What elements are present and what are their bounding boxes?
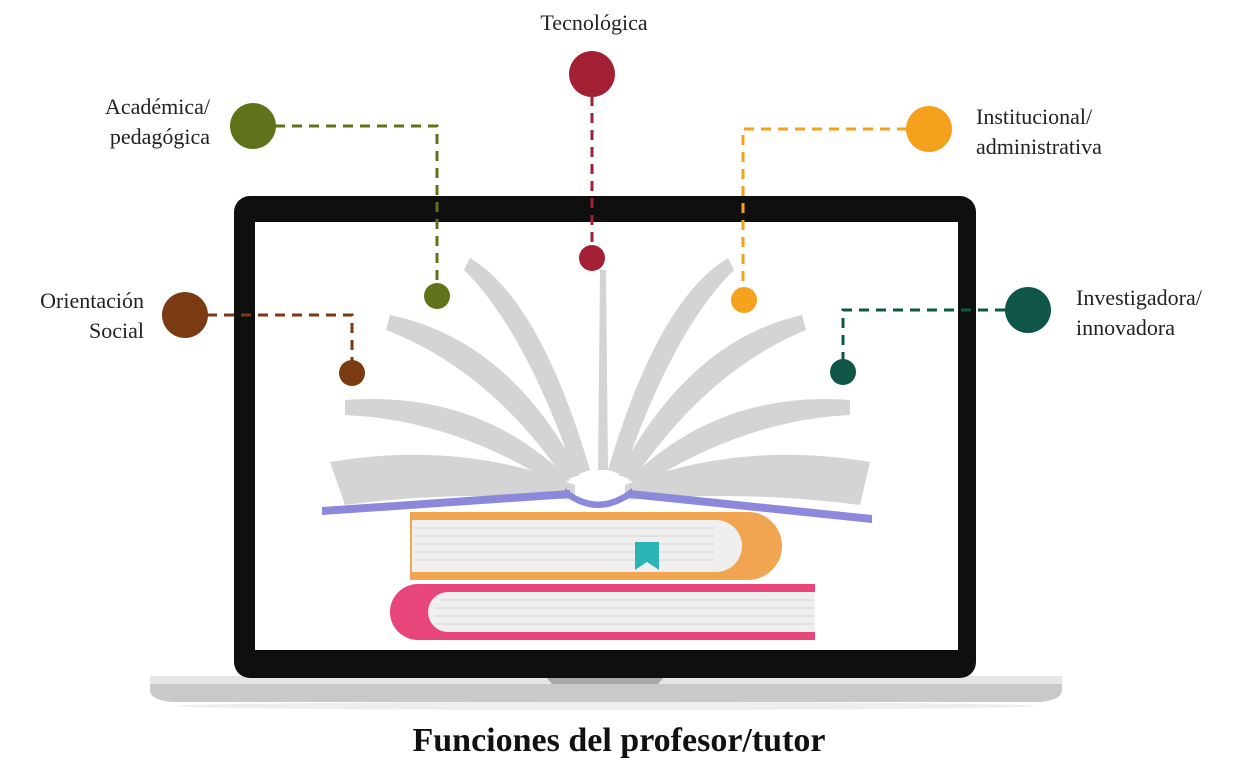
label-academica: Académica/ pedagógica [40,92,210,152]
label-institucional-line2: administrativa [976,134,1102,159]
pink-book [390,584,815,640]
connector-orientacion [207,313,354,373]
label-tecnologica: Tecnológica [528,8,660,38]
open-book-cover [322,488,872,523]
label-tecnologica-line1: Tecnológica [540,10,648,35]
diagram-title: Funciones del profesor/tutor [412,722,826,759]
label-investigadora: Investigadora/ innovadora [1076,283,1202,343]
orange-book [410,512,782,580]
open-book [330,258,870,505]
laptop-base [150,676,1062,710]
label-orientacion: Orientación Social [0,286,144,346]
label-investigadora-line2: innovadora [1076,315,1175,340]
connector-investigadora [841,308,1005,372]
label-academica-line2: pedagógica [109,124,210,149]
connector-institucional [741,127,907,300]
connector-academica [275,124,439,296]
label-investigadora-line1: Investigadora/ [1076,285,1202,310]
node-investigadora [1005,287,1051,333]
node-orientacion [162,292,208,338]
label-institucional-line1: Institucional/ [976,104,1093,129]
inner-node-academica [424,283,450,309]
label-institucional: Institucional/ administrativa [976,102,1102,162]
label-orientacion-line2: Social [89,318,144,343]
node-institucional [906,106,952,152]
inner-node-orientacion [339,360,365,386]
node-academica [230,103,276,149]
node-tecnologica [569,51,615,97]
inner-node-institucional [731,287,757,313]
inner-node-investigadora [830,359,856,385]
label-academica-line1: Académica/ [104,94,210,119]
label-orientacion-line1: Orientación [40,288,144,313]
inner-node-tecnologica [579,245,605,271]
bookmark-icon [635,542,659,570]
